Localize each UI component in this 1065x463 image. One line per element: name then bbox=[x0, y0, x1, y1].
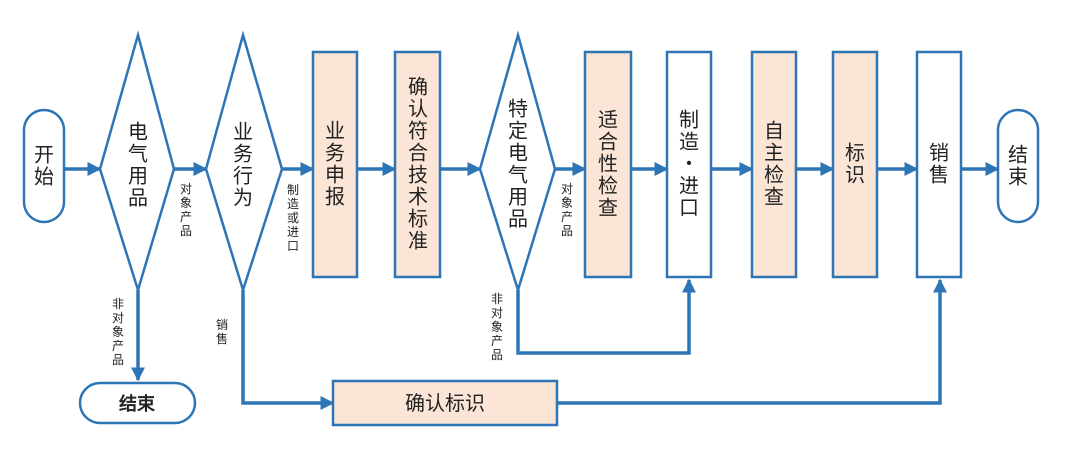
edge-label-sales-branch: 销售 bbox=[216, 318, 228, 346]
edge-label-non-target-2: 非对象产品 bbox=[491, 292, 503, 362]
decision-behavior bbox=[204, 30, 284, 295]
confirm-tech-label: 确认符合技术标准 bbox=[408, 75, 428, 253]
declare-label: 业务申报 bbox=[325, 119, 345, 209]
end-non-target-terminal bbox=[78, 381, 197, 425]
end-main-label: 结束 bbox=[1008, 143, 1028, 189]
decision-electrical-label: 电气用品 bbox=[128, 120, 148, 210]
edge-label-target-product-1: 对象产品 bbox=[180, 182, 192, 238]
process-self-check bbox=[750, 50, 798, 279]
edge-label-non-target-1: 非对象产品 bbox=[112, 297, 124, 367]
decision-specific bbox=[478, 30, 557, 295]
confirm-mark-label: 确认标识 bbox=[405, 391, 485, 415]
conformity-label: 适合性检查 bbox=[598, 108, 618, 220]
edge-label-manufacture-import: 制造或进口 bbox=[287, 183, 299, 253]
manufacture-label: 制造・进口 bbox=[679, 108, 699, 220]
marking-label: 标识 bbox=[845, 141, 865, 187]
process-declare bbox=[311, 50, 359, 279]
start-label: 开始 bbox=[34, 143, 54, 189]
decision-electrical bbox=[98, 30, 176, 295]
start-terminal bbox=[22, 108, 66, 224]
self-check-label: 自主检查 bbox=[764, 119, 784, 209]
decision-behavior-label: 业务行为 bbox=[233, 120, 253, 210]
arrow-non-target-manufacture bbox=[516, 278, 696, 355]
arrow-confirm-mark-sales bbox=[557, 278, 947, 405]
edge-label-target-product-2: 对象产品 bbox=[561, 182, 573, 238]
process-manufacture bbox=[665, 50, 713, 279]
end-terminal bbox=[996, 108, 1040, 224]
process-confirm-mark bbox=[331, 379, 559, 427]
arrow-sales-confirm-mark bbox=[241, 290, 335, 410]
process-sales bbox=[915, 50, 963, 279]
process-conformity bbox=[583, 50, 633, 279]
sales-label: 销售 bbox=[929, 141, 949, 187]
process-marking bbox=[831, 50, 879, 279]
end-non-target-label: 结束 bbox=[119, 393, 156, 415]
decision-specific-label: 特定电气用品 bbox=[508, 97, 528, 231]
process-confirm-tech bbox=[393, 50, 442, 279]
